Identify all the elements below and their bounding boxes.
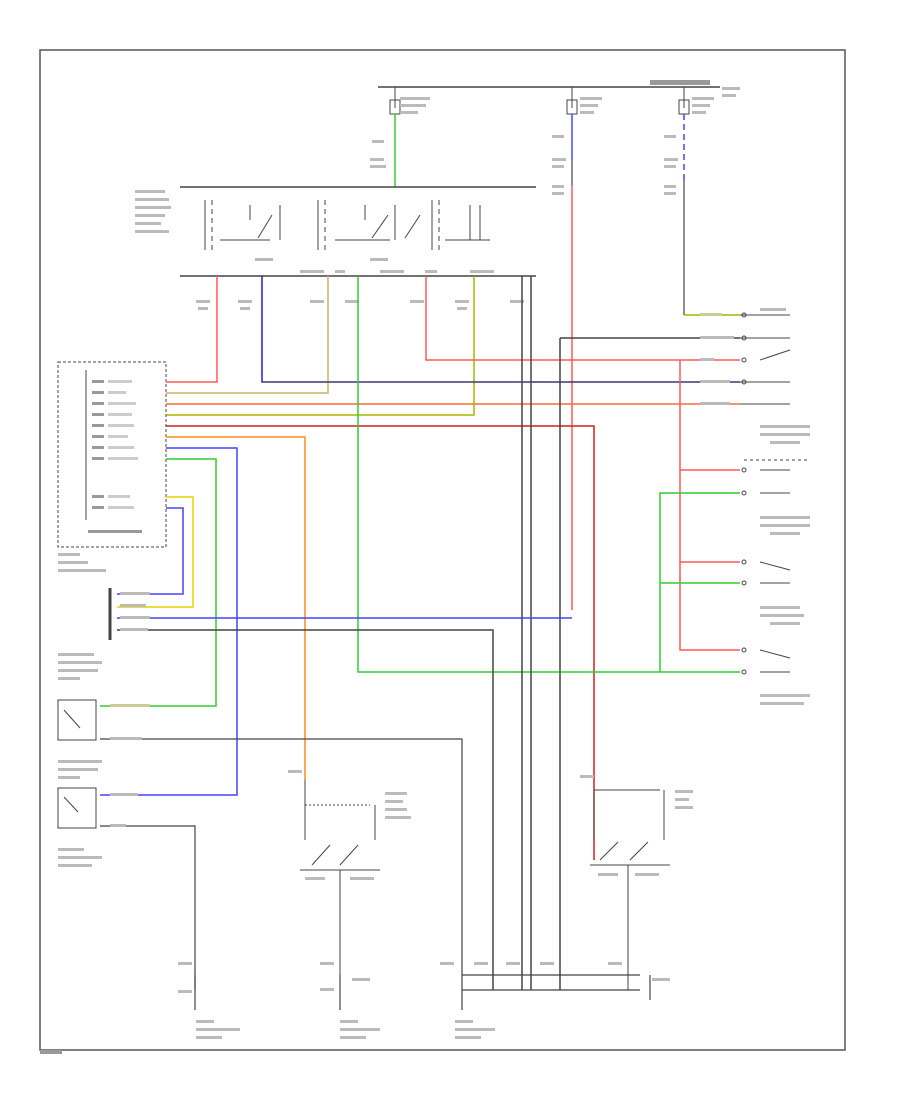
right-lock-switch	[580, 775, 693, 990]
diagram-id	[40, 1050, 62, 1054]
right-connector-wires	[117, 314, 740, 990]
right-door-switches	[740, 312, 810, 675]
trunk-lid-switch	[57, 787, 196, 990]
actuator-labels	[178, 962, 670, 1039]
module-wires	[100, 276, 740, 860]
hot-at-all-times-bus	[378, 80, 720, 88]
rear-window-switch-connector	[58, 588, 150, 680]
relay-wire-labels	[196, 300, 524, 310]
left-front-door-switch	[57, 699, 463, 990]
stop-fuse	[552, 87, 602, 610]
center-lock-switch	[288, 770, 411, 990]
dome-fuse	[664, 87, 740, 315]
control-module	[57, 361, 167, 572]
diagram-frame	[39, 49, 846, 1051]
relay-bus-wires	[261, 276, 740, 990]
relay-box	[135, 186, 536, 277]
bottom-ground-bus	[194, 974, 651, 1010]
right-switch-labels	[700, 308, 810, 705]
power-window-fuse	[370, 87, 430, 187]
